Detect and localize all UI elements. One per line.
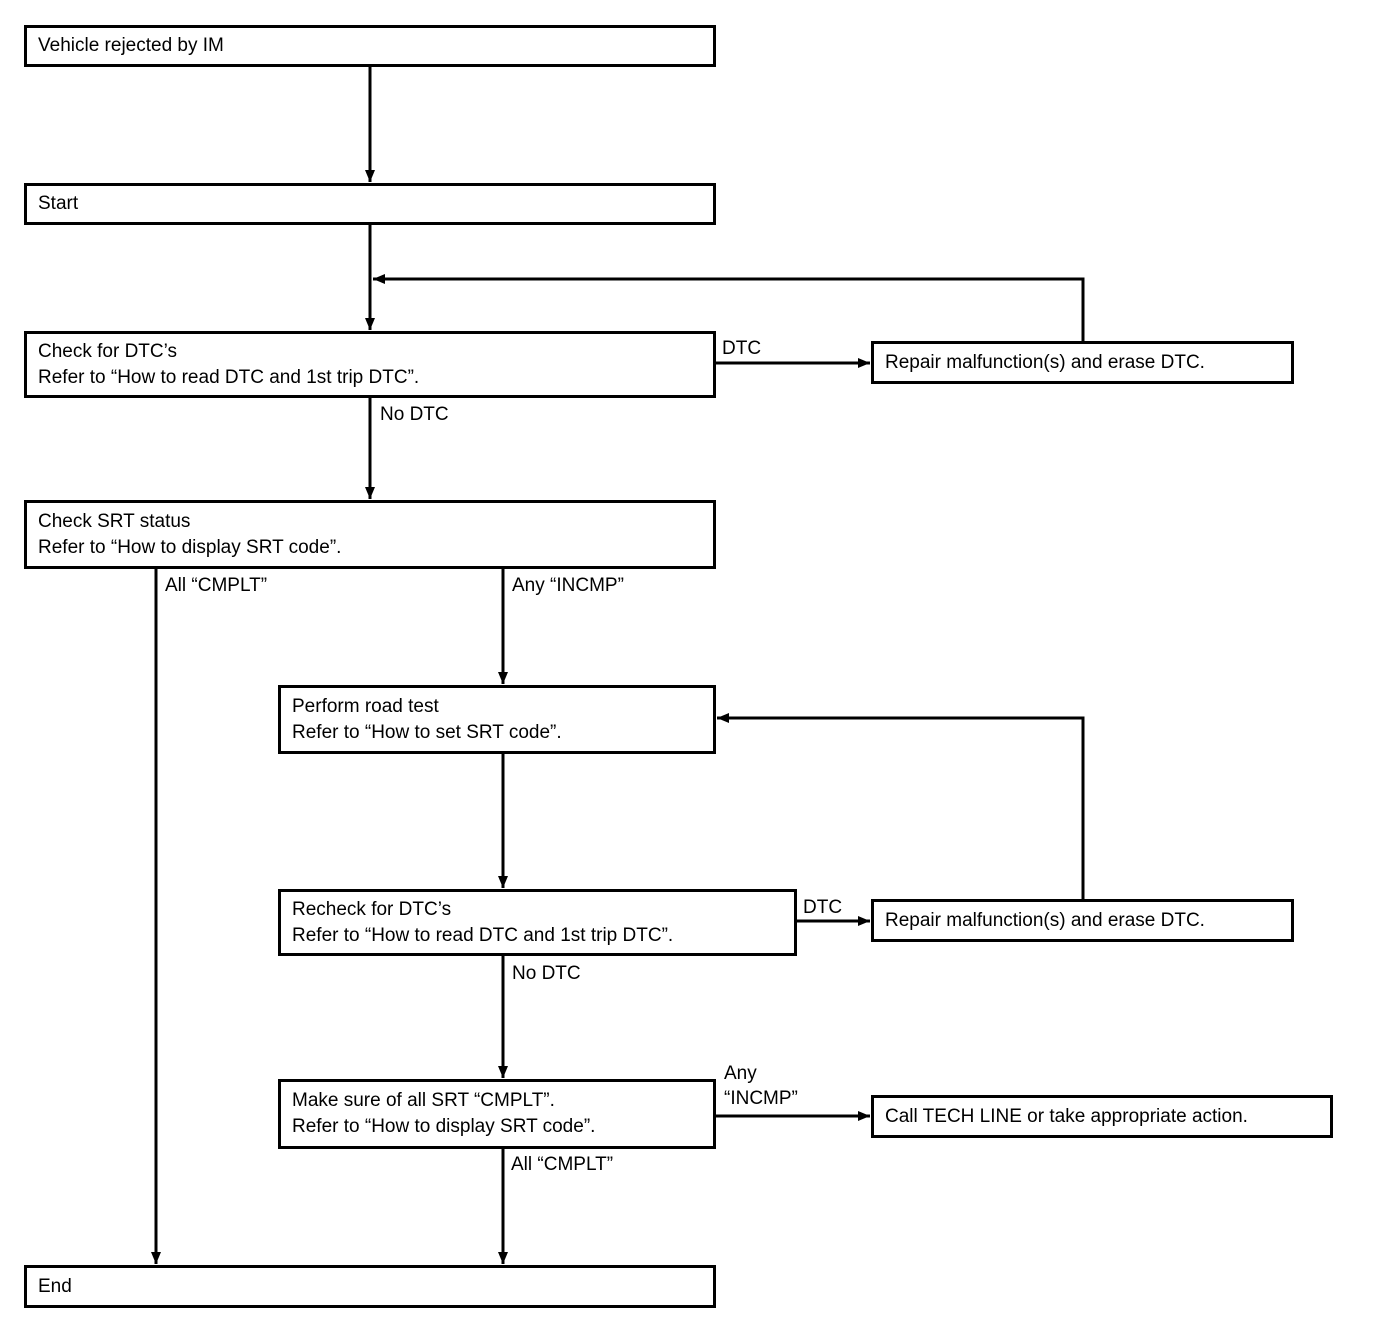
edge-label-any-incmp-1: Any “INCMP” [512,575,624,596]
node-text: Check SRT status [38,510,191,532]
node-text: End [38,1275,72,1297]
edge-label-dtc-1: DTC [722,338,762,359]
node-text: Check for DTC’s [38,340,178,362]
node-vehicle-rejected: Vehicle rejected by IM [24,25,716,67]
node-repair-2: Repair malfunction(s) and erase DTC. [871,899,1294,942]
edge-label-any-incmp-2-line1: Any [724,1063,757,1084]
edge-label-dtc-2: DTC [803,897,843,918]
node-text: Vehicle rejected by IM [38,35,224,56]
node-text: Refer to “How to read DTC and 1st trip D… [292,924,674,946]
node-recheck-dtc: Recheck for DTC’s Refer to “How to read … [278,889,797,956]
node-repair-1: Repair malfunction(s) and erase DTC. [871,341,1294,384]
arrow-repair-1-return [373,274,1085,342]
node-check-dtc: Check for DTC’s Refer to “How to read DT… [24,331,716,398]
node-text: Start [38,193,79,214]
node-check-srt: Check SRT status Refer to “How to displa… [24,500,716,569]
node-start: Start [24,183,716,225]
node-text: Refer to “How to display SRT code”. [38,536,342,558]
node-text: Recheck for DTC’s [292,898,452,920]
node-text: Make sure of all SRT “CMPLT”. [292,1090,555,1111]
node-text: Refer to “How to set SRT code”. [292,721,562,743]
node-text: Refer to “How to read DTC and 1st trip D… [38,366,420,388]
edge-label-any-incmp-2-line2: “INCMP” [724,1088,798,1109]
edge-label-all-cmplt-1: All “CMPLT” [165,575,268,596]
node-text: Repair malfunction(s) and erase DTC. [885,909,1205,931]
node-end: End [24,1265,716,1308]
node-make-sure-srt: Make sure of all SRT “CMPLT”. Refer to “… [278,1079,716,1149]
node-text: Repair malfunction(s) and erase DTC. [885,351,1205,373]
arrow-repair-2-return [717,713,1085,900]
node-text: Refer to “How to display SRT code”. [292,1116,596,1137]
edge-label-no-dtc-1: No DTC [380,404,449,425]
edge-label-all-cmplt-2: All “CMPLT” [511,1154,614,1175]
node-text: Call TECH LINE or take appropriate actio… [885,1105,1248,1127]
node-road-test: Perform road test Refer to “How to set S… [278,685,716,754]
edge-label-no-dtc-2: No DTC [512,963,581,984]
node-tech-line: Call TECH LINE or take appropriate actio… [871,1095,1333,1138]
node-text: Perform road test [292,695,439,717]
